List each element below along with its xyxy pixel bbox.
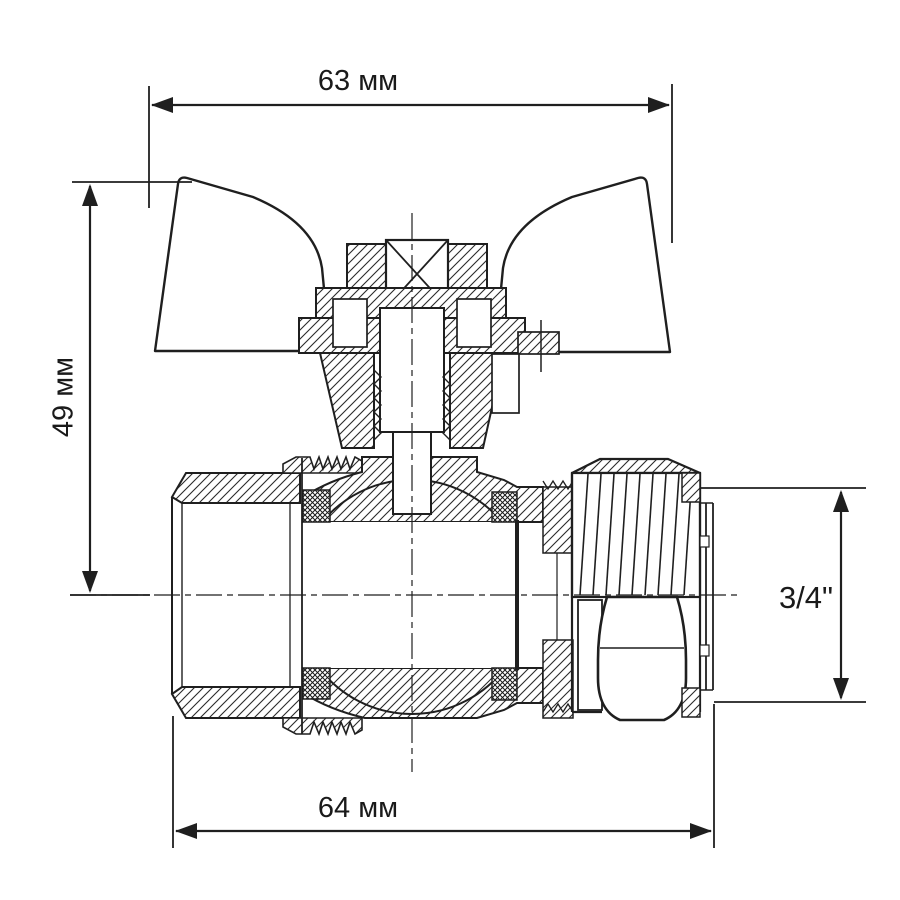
seat-seal-top-right — [491, 491, 518, 523]
seat-seal-bottom-left — [302, 667, 331, 700]
dimension-left-height: 49 мм — [48, 181, 192, 596]
stem-thread-right — [442, 369, 451, 441]
arrowhead-left — [175, 823, 197, 839]
endcap-hatch-bottom — [681, 687, 701, 718]
arrowhead-bottom — [833, 678, 849, 700]
butterfly-handle — [153, 176, 672, 354]
dimension-top-label: 63 мм — [318, 65, 398, 97]
endcap-hatch-top — [681, 472, 701, 503]
tailpiece-hatch-bottom — [542, 639, 574, 719]
union-nut-top — [282, 454, 363, 474]
arrowhead-top — [82, 184, 98, 206]
endcap-notch-top — [699, 535, 710, 548]
gland-wall-left — [318, 352, 375, 449]
stem-side-tab — [491, 353, 520, 414]
arrowhead-right — [690, 823, 712, 839]
dimension-right-connector: 3/4" — [700, 487, 866, 703]
centerlines — [70, 213, 738, 772]
arrowhead-right — [648, 97, 670, 113]
compression-nut — [570, 457, 702, 722]
dimension-right-label: 3/4" — [779, 580, 833, 615]
pipe-end-cap — [681, 472, 714, 718]
nut-hex-barrel — [596, 595, 688, 722]
tailpiece-thread-zigzag-top — [542, 479, 574, 491]
tailpiece — [542, 479, 574, 719]
flange-step-right — [456, 298, 492, 348]
arrowhead-bottom — [82, 571, 98, 593]
handle-left-wing — [153, 176, 332, 353]
arrowhead-left — [151, 97, 173, 113]
fitting-wall-top — [170, 472, 301, 504]
nut-top-cap — [571, 457, 701, 475]
seat-seal-top-left — [302, 489, 331, 523]
gland-wall-right — [449, 352, 506, 449]
union-nut-bottom — [282, 717, 363, 737]
handle-right-wing — [493, 176, 672, 354]
arrowhead-top — [833, 490, 849, 512]
stem-thread-left — [373, 369, 382, 441]
endcap-notch-bottom — [699, 644, 710, 657]
handle-stop-lug — [517, 331, 560, 355]
ball-lower-arc — [318, 667, 506, 716]
dimension-bottom-length: 64 мм — [172, 704, 715, 848]
dimension-top-width: 63 мм — [148, 65, 673, 243]
tailpiece-hatch-top — [542, 486, 574, 554]
dimension-bottom-label: 64 мм — [318, 792, 398, 824]
dimension-left-label: 49 мм — [48, 357, 80, 437]
flange-step-left — [332, 298, 368, 348]
tailpiece-thread-zigzag-bottom — [542, 702, 574, 714]
seat-seal-bottom-right — [491, 667, 518, 701]
fitting-wall-bottom — [170, 686, 301, 719]
